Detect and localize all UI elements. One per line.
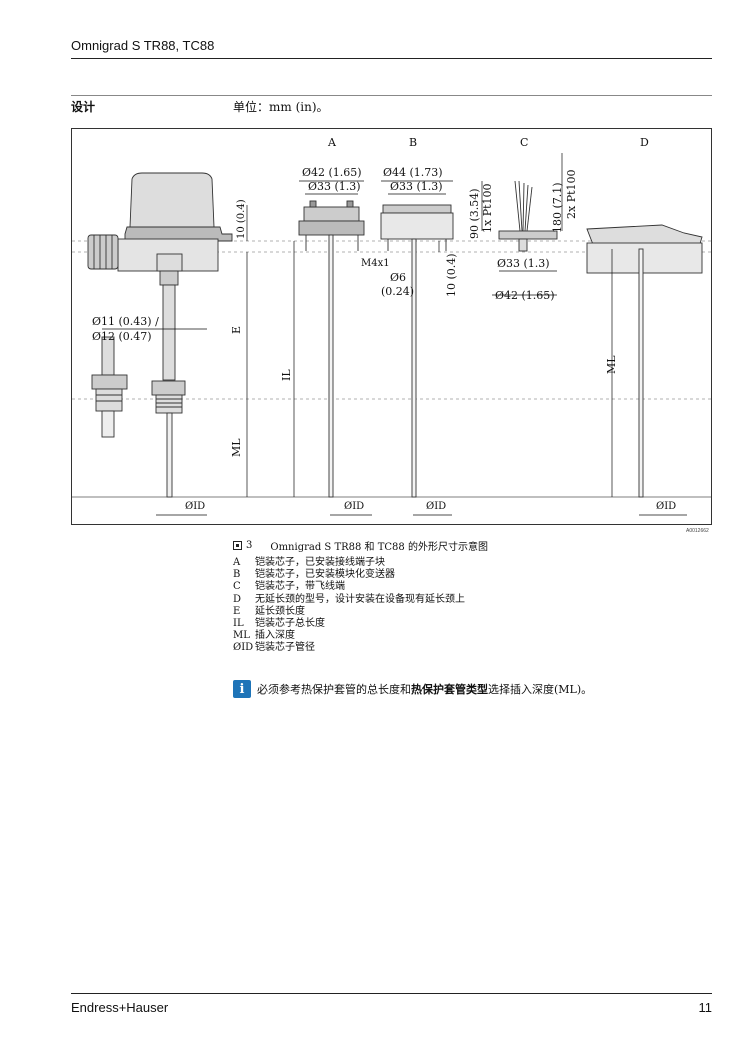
dim-d33-b: Ø33 (1.3) bbox=[390, 180, 443, 193]
dim-d6-in: (0.24) bbox=[381, 285, 414, 298]
legend-text: 插入深度 bbox=[255, 630, 295, 642]
insert-b bbox=[380, 204, 454, 498]
dim-d11: Ø11 (0.43) / bbox=[92, 315, 159, 328]
header-title: Omnigrad S TR88, TC88 bbox=[71, 38, 215, 53]
main-head-assembly bbox=[87, 172, 233, 498]
dim-d44: Ø44 (1.73) bbox=[383, 166, 443, 179]
legend-text: 铠装芯子，已安装模块化变送器 bbox=[255, 569, 395, 581]
dim-pt2: 2x Pt100 bbox=[565, 169, 578, 219]
legend-key: ØID bbox=[233, 642, 254, 654]
legend-text: 无延长颈的型号，设计安装在设备现有延长颈上 bbox=[255, 593, 465, 605]
legend-list: A 铠装芯子，已安装接线端子块 B 铠装芯子，已安装模块化变送器 C 铠装芯子，带飞线… bbox=[233, 557, 465, 655]
figure-caption: 3 Omnigrad S TR88 和 TC88 的外形尺寸示意图 bbox=[233, 538, 488, 553]
legend-key: C bbox=[233, 581, 241, 593]
legend-key: ML bbox=[233, 630, 250, 642]
insert-d bbox=[586, 224, 703, 498]
dim-h10-main: 10 (0.4) bbox=[236, 199, 247, 239]
dim-pt1: 1x Pt100 bbox=[481, 183, 494, 233]
legend-key: E bbox=[233, 605, 241, 617]
dim-d42: Ø42 (1.65) bbox=[302, 166, 362, 179]
dim-d42-c: Ø42 (1.65) bbox=[495, 289, 555, 302]
dim-ml-d: ML bbox=[605, 355, 618, 374]
legend-item: B 铠装芯子，已安装模块化变送器 bbox=[233, 569, 465, 581]
dim-id-2: ØID bbox=[344, 501, 364, 512]
page-number: 11 bbox=[698, 1000, 713, 1015]
dim-d33-c: Ø33 (1.3) bbox=[497, 257, 550, 270]
dim-d12: Ø12 (0.47) bbox=[92, 330, 152, 343]
legend-key: A bbox=[233, 557, 241, 568]
figure-image-id: A0012662 bbox=[686, 528, 709, 534]
insert-a bbox=[298, 200, 365, 498]
legend-key: D bbox=[233, 593, 242, 605]
footer-rule bbox=[71, 993, 712, 994]
legend-item: A 铠装芯子，已安装接线端子块 bbox=[233, 557, 465, 569]
section-rule bbox=[71, 95, 712, 96]
dim-h10: 10 (0.4) bbox=[445, 253, 458, 297]
caption-number: 3 bbox=[246, 540, 253, 551]
dim-ml: ML bbox=[230, 438, 243, 457]
legend-text: 铠装芯子，已安装接线端子块 bbox=[255, 557, 385, 568]
dimension-lines bbox=[102, 153, 687, 516]
column-label-d: D bbox=[640, 136, 649, 149]
header-rule bbox=[71, 58, 712, 59]
dim-id-3: ØID bbox=[426, 501, 446, 512]
legend-item: C 铠装芯子，带飞线端 bbox=[233, 581, 465, 593]
dim-id-4: ØID bbox=[656, 501, 676, 512]
legend-key: IL bbox=[233, 618, 244, 630]
insert-c bbox=[498, 180, 558, 252]
legend-item: E 延长颈长度 bbox=[233, 606, 465, 618]
dimension-figure: A B C D bbox=[71, 128, 712, 525]
legend-text: 铠装芯子总长度 bbox=[255, 618, 325, 630]
section-title: 设计 bbox=[71, 100, 96, 114]
legend-item: D 无延长颈的型号，设计安装在设备现有延长颈上 bbox=[233, 594, 465, 606]
side-fitting bbox=[91, 336, 128, 438]
column-label-c: C bbox=[520, 136, 528, 149]
dim-h90: 90 (3.54) bbox=[468, 188, 481, 239]
note-text: 必须参考热保护套管的总长度和热保护套管类型选择插入深度(ML)。 bbox=[257, 683, 593, 696]
unit-text: 单位：mm (in)。 bbox=[233, 100, 329, 114]
info-note: i 必须参考热保护套管的总长度和热保护套管类型选择插入深度(ML)。 bbox=[233, 680, 592, 698]
column-label-a: A bbox=[327, 136, 337, 149]
footer-brand: Endress+Hauser bbox=[71, 1000, 169, 1015]
dim-d6: Ø6 bbox=[390, 271, 406, 284]
legend-text: 延长颈长度 bbox=[255, 605, 305, 617]
dim-il: IL bbox=[280, 369, 293, 381]
dim-e: E bbox=[230, 326, 243, 334]
legend-text: 铠装芯子，带飞线端 bbox=[255, 581, 345, 593]
dimension-drawing: A B C D bbox=[72, 136, 711, 516]
legend-key: B bbox=[233, 569, 241, 581]
dim-h180: 180 (7.1) bbox=[551, 182, 564, 233]
legend-text: 铠装芯子管径 bbox=[255, 642, 315, 654]
legend-item: IL 铠装芯子总长度 bbox=[233, 618, 465, 630]
dim-d33: Ø33 (1.3) bbox=[308, 180, 361, 193]
legend-item: ML 插入深度 bbox=[233, 630, 465, 642]
dim-id-1: ØID bbox=[185, 501, 205, 512]
column-label-b: B bbox=[409, 136, 417, 149]
info-icon: i bbox=[233, 680, 251, 698]
figure-icon bbox=[233, 541, 242, 550]
dim-m4: M4x1 bbox=[361, 258, 390, 269]
caption-text: Omnigrad S TR88 和 TC88 的外形尺寸示意图 bbox=[270, 542, 488, 553]
